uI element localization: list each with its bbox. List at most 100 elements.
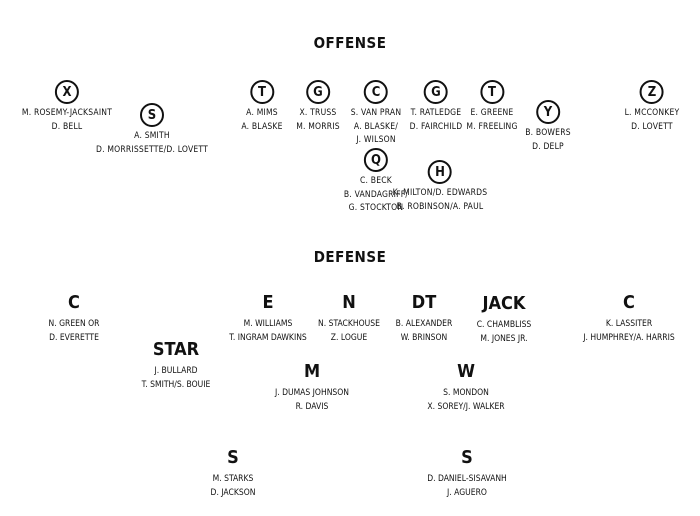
player-list: T. RATLEDGE D. FAIRCHILD	[410, 107, 463, 134]
defense-title: DEFENSE	[313, 248, 387, 266]
position-circle-label: H	[428, 160, 452, 184]
player-name: L. MCCONKEY	[624, 108, 680, 118]
position-label: N	[342, 292, 356, 313]
offense-position-z: Z L. MCCONKEY D. LOVETT	[625, 80, 680, 134]
player-name: E. GREENE	[470, 108, 514, 118]
player-name: J. WILSON	[356, 135, 396, 145]
player-name: M. WILLIAMS	[243, 319, 293, 329]
player-name: D. MORRISSETTE/D. LOVETT	[95, 144, 209, 155]
player-name: D. FAIRCHILD	[409, 121, 463, 132]
player-name: J. DUMAS JOHNSON	[274, 388, 350, 398]
player-name: M. MORRIS	[296, 121, 340, 132]
player-list: C. CHAMBLISS M. JONES JR.	[477, 318, 532, 346]
player-name: K. LASSITER	[605, 319, 653, 329]
player-name: A. BLASKE	[241, 121, 283, 132]
position-circle-label: Q	[363, 148, 388, 172]
player-name: J. HUMPHREY/A. HARRIS	[583, 333, 675, 343]
defense-position-c: C K. LASSITER J. HUMPHREY/A. HARRIS	[583, 293, 674, 345]
player-name: T. RATLEDGE	[410, 108, 462, 118]
offense-position-t: T E. GREENE M. FREELING	[466, 80, 517, 134]
position-circle-label: T	[250, 80, 274, 104]
player-name: N. STACKHOUSE	[318, 319, 380, 329]
player-name: G. STOCKTON	[348, 203, 404, 213]
player-name: J. BULLARD	[154, 366, 198, 376]
player-name: C. CHAMBLISS	[476, 320, 532, 330]
player-name: M. FREELING	[466, 121, 518, 132]
player-list: J. DUMAS JOHNSON R. DAVIS	[275, 386, 349, 414]
player-list: X. TRUSS M. MORRIS	[296, 107, 340, 134]
player-list: N. STACKHOUSE Z. LOGUE	[318, 317, 380, 345]
position-label: DT	[411, 292, 437, 313]
position-label: S	[461, 447, 473, 468]
player-name: B. VANDAGRIFF/	[343, 189, 409, 200]
position-circle-label: X	[54, 80, 79, 104]
offense-position-g: G T. RATLEDGE D. FAIRCHILD	[410, 80, 463, 134]
player-name: B. BOWERS	[525, 128, 571, 138]
player-list: K. LASSITER J. HUMPHREY/A. HARRIS	[583, 317, 674, 345]
player-name: X. TRUSS	[299, 108, 337, 118]
player-name: Z. LOGUE	[330, 333, 368, 343]
player-name: W. BRINSON	[400, 333, 448, 343]
defense-position-m: M J. DUMAS JOHNSON R. DAVIS	[275, 362, 349, 414]
player-name: A. SMITH	[134, 131, 170, 141]
position-circle-label: G	[305, 80, 330, 104]
player-list: S. MONDON X. SOREY/J. WALKER	[427, 386, 504, 414]
position-label: JACK	[482, 293, 526, 314]
player-name: M. JONES JR.	[480, 334, 528, 344]
offense-title: OFFENSE	[313, 34, 387, 52]
defense-position-c: C N. GREEN OR D. EVERETTE	[49, 293, 100, 345]
player-list: L. MCCONKEY D. LOVETT	[625, 107, 680, 134]
position-circle-label: Z	[639, 80, 664, 104]
player-name: S. VAN PRAN	[350, 108, 402, 118]
position-label: STAR	[152, 339, 200, 360]
offense-position-y: Y B. BOWERS D. DELP	[525, 100, 571, 154]
player-name: D. JACKSON	[210, 488, 256, 498]
player-name: D. LOVETT	[631, 121, 673, 132]
position-label: C	[623, 292, 635, 313]
player-name: X. SOREY/J. WALKER	[427, 402, 505, 412]
player-list: B. BOWERS D. DELP	[525, 127, 571, 154]
player-name: D. DELP	[532, 141, 564, 152]
position-label: C	[68, 292, 80, 313]
player-list: E. GREENE M. FREELING	[466, 107, 517, 134]
player-list: B. ALEXANDER W. BRINSON	[396, 317, 453, 345]
player-name: B. ALEXANDER	[395, 319, 453, 329]
player-list: A. SMITH D. MORRISSETTE/D. LOVETT	[96, 130, 208, 157]
player-name: T. INGRAM DAWKINS	[229, 333, 307, 343]
position-label: M	[303, 361, 321, 382]
player-name: S. MONDON	[443, 388, 489, 398]
position-circle-label: G	[423, 80, 448, 104]
position-circle-label: C	[363, 80, 388, 104]
player-list: N. GREEN OR D. EVERETTE	[49, 317, 100, 345]
player-list: M. WILLIAMS T. INGRAM DAWKINS	[229, 317, 307, 345]
defense-position-n: N N. STACKHOUSE Z. LOGUE	[318, 293, 380, 345]
player-name: N. GREEN OR	[48, 319, 100, 329]
player-name: R. DAVIS	[295, 402, 329, 412]
defense-position-e: E M. WILLIAMS T. INGRAM DAWKINS	[229, 293, 307, 345]
player-name: D. EVERETTE	[49, 333, 99, 343]
player-name: M. ROSEMY-JACKSAINT	[21, 108, 113, 118]
player-list: A. MIMS A. BLASKE	[241, 107, 282, 134]
defense-position-jack: JACK C. CHAMBLISS M. JONES JR.	[477, 294, 532, 346]
position-label: E	[262, 292, 274, 313]
position-label: W	[457, 361, 475, 382]
defense-position-dt: DT B. ALEXANDER W. BRINSON	[396, 293, 453, 345]
position-circle-label: T	[480, 80, 504, 104]
player-name: B. ROBINSON/A. PAUL	[396, 201, 484, 212]
offense-position-t: T A. MIMS A. BLASKE	[241, 80, 282, 134]
position-circle-label: Y	[536, 100, 560, 124]
player-name: A. MIMS	[246, 108, 278, 118]
player-name: D. DANIEL-SISAVANH	[427, 474, 507, 484]
